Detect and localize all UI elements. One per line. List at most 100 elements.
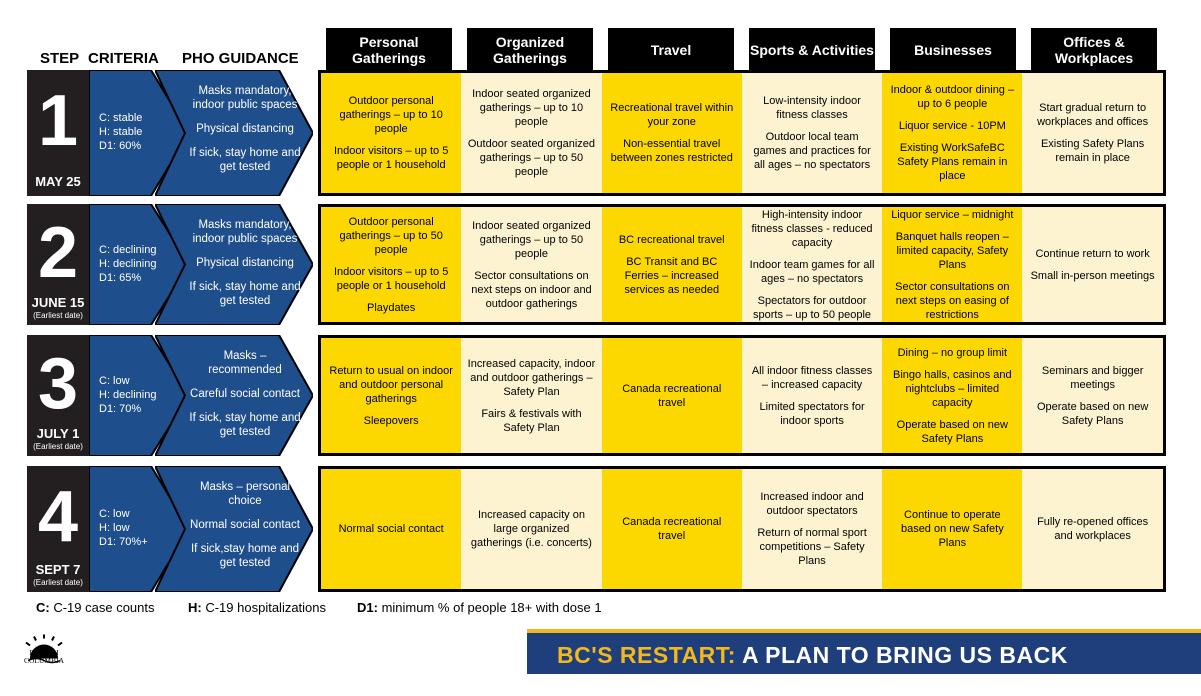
banner-highlight: BC'S RESTART: [557, 642, 736, 668]
cell-offices-workplaces: Start gradual return to workplaces and o… [1022, 73, 1163, 193]
cell-businesses: Continue to operate based on new Safety … [882, 469, 1023, 589]
measure-item: Indoor seated organized gatherings – up … [472, 219, 591, 260]
measure-item: Dining – no group limit [897, 346, 1008, 359]
step-number: 3 [37, 343, 79, 424]
measure-item: Outdoor personal gatherings – up to 10 p… [339, 95, 443, 135]
measure-item: Return to usual on indoor and outdoor pe… [329, 364, 453, 405]
title-banner: BC'S RESTART: A PLAN TO BRING US BACK TO… [527, 629, 1201, 695]
measure-item: Spectators for outdoor sports – up to 50… [753, 294, 872, 321]
step-date: JULY 1 [36, 426, 80, 441]
step-number: 4 [37, 477, 79, 557]
measure-item: All indoor fitness classes – increased c… [751, 364, 873, 391]
criteria-item: D1: 60% [99, 140, 142, 152]
column-header-offices-workplaces: Offices & Workplaces [1031, 28, 1157, 72]
pho-guidance-item: Masks mandatory, indoor public spaces [192, 219, 298, 245]
measure-item: Recreational travel within your zone [610, 102, 734, 128]
step-number: 1 [37, 81, 79, 161]
pho-guidance-item: If sick,stay home and get tested [190, 543, 300, 569]
cell-travel: Canada recreational travel [601, 469, 742, 589]
measure-item: Outdoor local team games and practices f… [753, 131, 871, 171]
measure-item: Liquor service - 10PM [898, 120, 1006, 132]
column-header-sports-activities: Sports & Activities [749, 28, 875, 72]
pho-guidance-item: Physical distancing [196, 123, 294, 135]
criteria-item: C: low [99, 508, 130, 520]
cell-personal-gatherings: Outdoor personal gatherings – up to 10 p… [321, 73, 462, 193]
measure-item: Playdates [366, 301, 416, 314]
measure-item: Non-essential travel between zones restr… [610, 138, 733, 164]
measure-item: Liquor service – midnight [891, 208, 1014, 221]
header-pho-guidance: PHO GUIDANCE [182, 50, 299, 67]
column-header-personal-gatherings: Personal Gatherings [326, 28, 452, 72]
step-measures: Outdoor personal gatherings – up to 50 p… [318, 204, 1166, 325]
cell-personal-gatherings: Normal social contact [321, 469, 462, 589]
step-earliest-date-note: (Earliest date) [33, 578, 83, 587]
measure-item: Operate based on new Safety Plans [1036, 400, 1149, 427]
measure-item: Increased capacity on large organized ga… [470, 509, 592, 549]
criteria-item: D1: 70%+ [99, 536, 148, 548]
header-step: STEP [40, 50, 80, 67]
measure-item: Outdoor seated organized gatherings – up… [467, 138, 596, 178]
pho-guidance-item: If sick, stay home and get tested [189, 281, 301, 307]
measure-item: Operate based on new Safety Plans [896, 418, 1008, 445]
measure-item: Limited spectators for indoor sports [759, 400, 865, 427]
step-earliest-date-note: (Earliest date) [33, 442, 83, 451]
measure-item: Seminars and bigger meetings [1041, 364, 1144, 391]
criteria-item: H: low [99, 522, 130, 534]
measure-item: Continue to operate based on new Safety … [900, 509, 1004, 549]
measure-item: Fairs & festivals with Safety Plan [481, 407, 582, 434]
cell-organized-gatherings: Indoor seated organized gatherings – up … [461, 73, 602, 193]
banner-title: BC'S RESTART: A PLAN TO BRING US BACK TO… [557, 642, 1201, 696]
step-measures: Outdoor personal gatherings – up to 10 p… [318, 70, 1166, 196]
legend: C: C-19 case counts [36, 600, 155, 615]
step-measures: Return to usual on indoor and outdoor pe… [318, 335, 1166, 456]
bc-logo-text: BRITISH COLUMBIA [23, 648, 64, 665]
measure-item: Outdoor personal gatherings – up to 50 p… [339, 215, 443, 256]
legend-c-key: C: [36, 600, 50, 615]
cell-organized-gatherings: Increased capacity, indoor and outdoor g… [461, 338, 602, 453]
measure-item: Bingo halls, casinos and nightclubs – li… [893, 368, 1012, 409]
measure-item: Indoor team games for all ages – no spec… [749, 258, 875, 285]
criteria-item: H: declining [99, 257, 157, 270]
measure-item: Increased capacity, indoor and outdoor g… [467, 357, 596, 398]
measure-item: Existing Safety Plans remain in place [1040, 138, 1145, 164]
pho-guidance-item: Masks mandatory, indoor public spaces [192, 85, 298, 111]
pho-guidance-item: If sick, stay home and get tested [189, 147, 301, 173]
pho-guidance-item: Masks – recommended [208, 350, 282, 376]
measure-item: Normal social contact [338, 523, 444, 535]
pho-guidance-item: Masks – personal choice [199, 481, 291, 507]
cell-sports-activities: High-intensity indoor fitness classes - … [741, 207, 883, 322]
measure-item: Start gradual return to workplaces and o… [1037, 102, 1149, 128]
column-header-travel: Travel [608, 28, 734, 72]
legend-h: H: C-19 hospitalizations [188, 600, 326, 615]
legend-d1: D1: minimum % of people 18+ with dose 1 [357, 600, 602, 615]
header-criteria: CRITERIA [88, 50, 159, 67]
measure-item: Continue return to work [1035, 247, 1150, 260]
cell-travel: Canada recreational travel [601, 338, 742, 453]
criteria-item: C: low [99, 374, 130, 387]
measure-item: Sector consultations on next steps on ea… [895, 280, 1010, 321]
criteria-item: C: stable [99, 112, 143, 124]
pho-guidance-item: Physical distancing [196, 257, 294, 269]
pho-guidance-item: Careful social contact [190, 388, 300, 400]
cell-offices-workplaces: Fully re-opened offices and workplaces [1022, 469, 1163, 589]
pho-guidance-item: If sick, stay home and get tested [189, 412, 301, 438]
step-date: MAY 25 [35, 174, 81, 189]
cell-organized-gatherings: Increased capacity on large organized ga… [461, 469, 602, 589]
measure-item: Canada recreational travel [622, 382, 722, 409]
